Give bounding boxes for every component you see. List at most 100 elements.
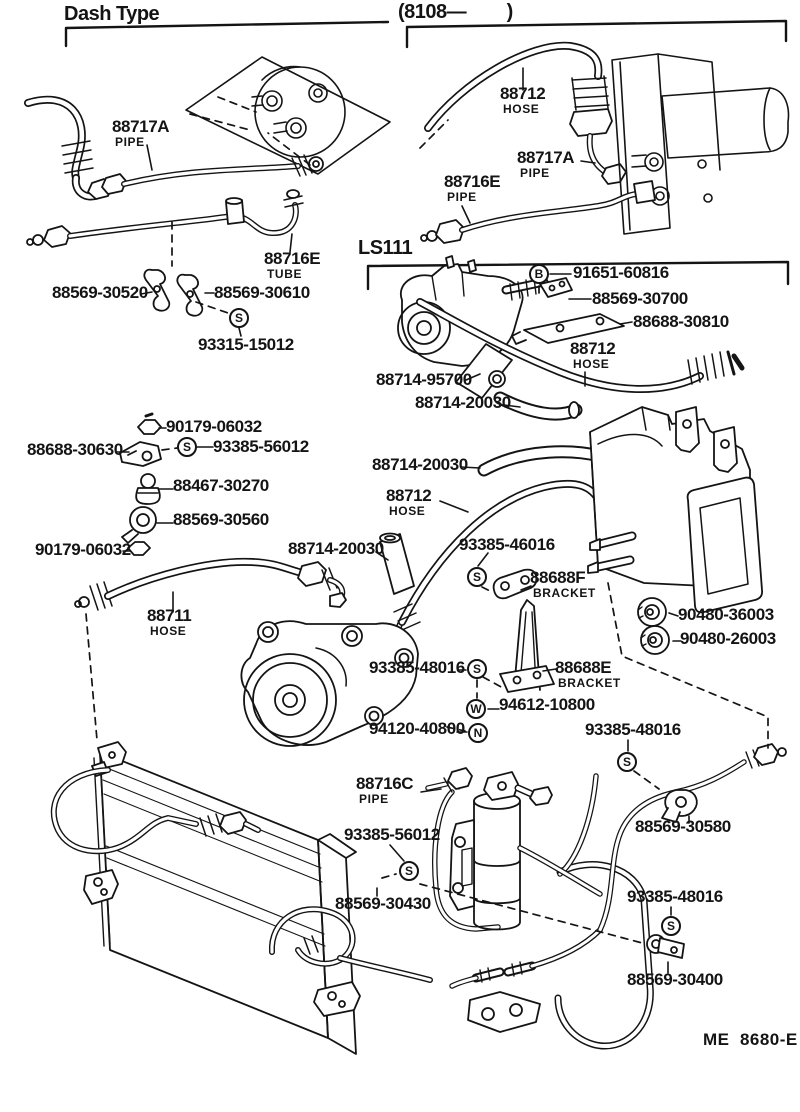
callout-88569-30610: 88569-30610: [214, 284, 310, 302]
section-title-date-range: (8108— ): [398, 1, 513, 23]
union-bracket-art: [449, 927, 603, 1033]
section-title-model: LS111: [358, 237, 413, 259]
badge-letter: S: [472, 570, 481, 584]
compressor-main-art: [240, 620, 419, 747]
bracket-88688e-art: [499, 599, 555, 693]
dash-hose-art: [24, 95, 113, 201]
callout-88714-20030-a: 88714-20030: [415, 394, 511, 412]
callout-88569-30560: 88569-30560: [173, 511, 269, 529]
screw-badge: S: [177, 437, 197, 457]
leader-lines: [116, 67, 690, 974]
callout-90179-06032-a: 90179-06032: [166, 418, 262, 436]
callout-93315-15012: 93315-15012: [198, 336, 294, 354]
dashed-reference-lines: [85, 96, 769, 945]
callout-88714-95700: 88714-95700: [376, 371, 472, 389]
callout-93385-56012-a: 93385-56012: [213, 438, 309, 456]
part-number: 88467-30270: [173, 476, 269, 495]
part-type: PIPE: [115, 134, 145, 149]
badge-letter: S: [666, 919, 675, 933]
screw-badge: S: [467, 567, 487, 587]
part-number: 88712: [570, 339, 616, 358]
part-number: 88716E: [264, 249, 321, 268]
part-number: 88569-30560: [173, 510, 269, 529]
nut-badge: N: [468, 723, 488, 743]
callout-93385-46016: 93385-46016: [459, 536, 555, 554]
part-number: 93385-56012: [213, 437, 309, 456]
sleeve-95700-art: [455, 343, 513, 399]
part-number: 88714-95700: [376, 370, 472, 389]
evaporator-art: [587, 406, 764, 614]
callout-88569-30580: 88569-30580: [635, 818, 731, 836]
part-number: 88688E: [555, 658, 612, 677]
screw-badge: S: [617, 752, 637, 772]
part-number: 88712: [500, 84, 546, 103]
callout-88569-30700: 88569-30700: [592, 290, 688, 308]
part-number: 88712: [386, 486, 432, 505]
part-number: 90179-06032: [166, 417, 262, 436]
part-number: 93315-15012: [198, 335, 294, 354]
hose-88711-art: [74, 557, 347, 611]
screw-badge: S: [661, 916, 681, 936]
part-number: 88688-30810: [633, 312, 729, 331]
firewall-right-art: [611, 53, 790, 235]
page-code: ME 8680-E: [703, 1030, 798, 1049]
part-type: PIPE: [359, 791, 389, 806]
part-type: PIPE: [447, 189, 477, 204]
section-title-dash-type: Dash Type: [64, 3, 160, 25]
badge-letter: S: [182, 440, 191, 454]
badge-letter: W: [470, 702, 482, 716]
part-number: 88717A: [112, 117, 170, 136]
callout-88688-30810: 88688-30810: [633, 313, 729, 331]
insulator-stack-art: [119, 412, 162, 556]
part-type: HOSE: [573, 356, 610, 371]
pipe-88716e-right-art: [420, 180, 656, 244]
dash-hvac-unit-art: [185, 56, 391, 175]
condenser-art: [50, 741, 433, 1055]
part-type: HOSE: [389, 503, 426, 518]
part-number: 88716C: [356, 774, 414, 793]
part-type: BRACKET: [533, 585, 596, 600]
badge-letter: N: [473, 726, 483, 740]
screw-badge: S: [399, 861, 419, 881]
liquid-pipe-art: [597, 743, 787, 959]
badge-letter: S: [622, 755, 631, 769]
part-number: 93385-48016: [369, 658, 465, 677]
part-number: 88716E: [444, 172, 501, 191]
badge-letter: S: [404, 864, 413, 878]
bolt-badge: B: [529, 264, 549, 284]
part-number: 88688F: [530, 568, 586, 587]
callout-93385-48016-a: 93385-48016: [369, 659, 465, 677]
part-number: 93385-46016: [459, 535, 555, 554]
pipe-88717a-dash-art: [101, 154, 324, 195]
badge-letter: S: [472, 662, 481, 676]
part-number: 90480-36003: [678, 605, 774, 624]
part-number: 88714-20030: [372, 455, 468, 474]
clamps-art: [143, 268, 204, 317]
part-number: 88714-20030: [288, 539, 384, 558]
callout-93385-48016-c: 93385-48016: [627, 888, 723, 906]
part-number: 93385-48016: [585, 720, 681, 739]
hose-88712-top-art: [424, 41, 627, 185]
callout-91651-60816: 91651-60816: [573, 264, 669, 282]
callout-88569-30400: 88569-30400: [627, 971, 723, 989]
part-number: 88569-30610: [214, 283, 310, 302]
part-number: 88569-30400: [627, 970, 723, 989]
grommets-art: [637, 597, 670, 655]
part-number: 91651-60816: [573, 263, 669, 282]
part-type: HOSE: [150, 623, 187, 638]
part-number: 88569-30700: [592, 289, 688, 308]
callout-90480-26003: 90480-26003: [680, 630, 776, 648]
part-number: 88569-30520: [52, 283, 148, 302]
callout-88569-30520: 88569-30520: [52, 284, 148, 302]
part-type: PIPE: [520, 165, 550, 180]
protector-20030b-art: [379, 532, 415, 595]
callout-88569-30430: 88569-30430: [335, 895, 431, 913]
callout-90179-06032-b: 90179-06032: [35, 541, 131, 559]
